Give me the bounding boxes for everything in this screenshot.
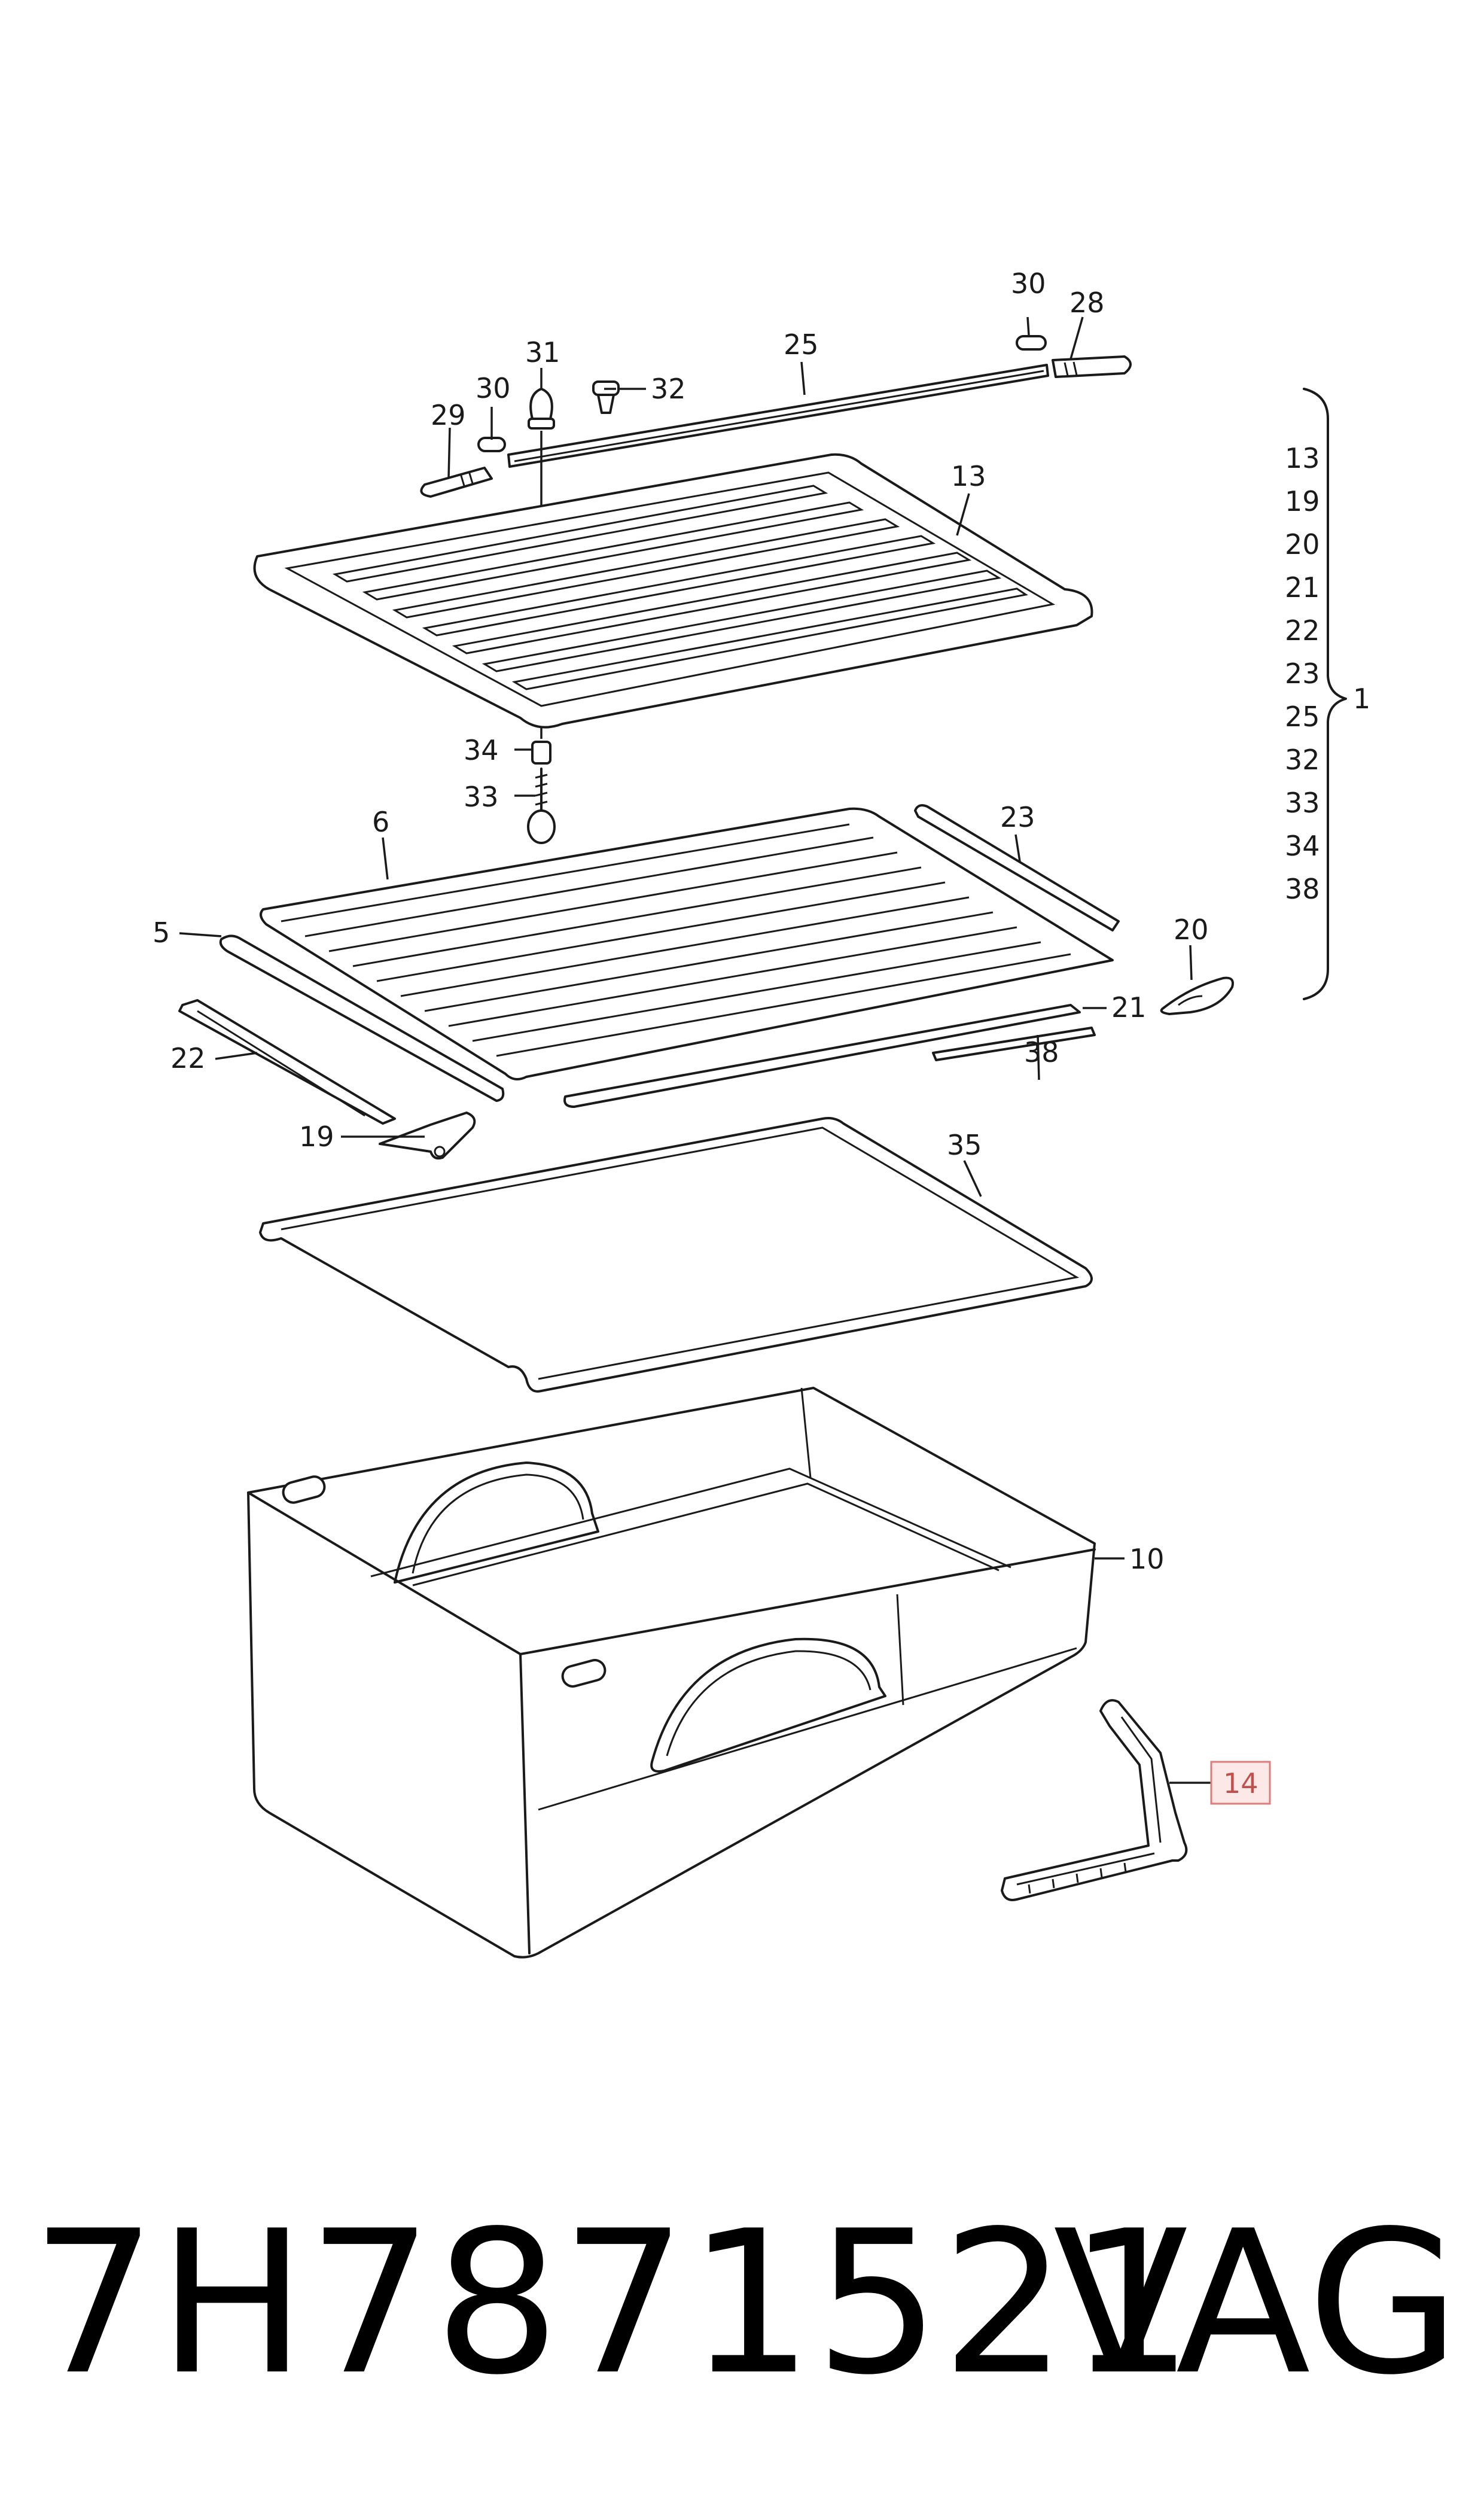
corner-cap-20 bbox=[1160, 976, 1234, 1015]
callout-28: 28 bbox=[1069, 287, 1105, 319]
trim-strip-5 bbox=[219, 934, 505, 1102]
callout-10: 10 bbox=[1129, 1543, 1165, 1575]
eye-bolt-33 bbox=[527, 768, 556, 844]
group-item: 13 bbox=[1285, 442, 1320, 474]
group-item: 22 bbox=[1285, 614, 1320, 647]
parts-diagram: 30 28 25 31 30 32 29 13 34 33 6 23 5 20 … bbox=[153, 267, 1370, 1959]
callout-31: 31 bbox=[525, 336, 560, 369]
trim-strip-23 bbox=[914, 804, 1120, 931]
callout-20: 20 bbox=[1174, 914, 1209, 946]
callout-29: 29 bbox=[431, 399, 466, 431]
callout-23: 23 bbox=[1000, 801, 1035, 833]
callout-13: 13 bbox=[951, 460, 986, 492]
nut-34 bbox=[531, 741, 551, 765]
group-item: 32 bbox=[1285, 744, 1320, 776]
group-item: 34 bbox=[1285, 830, 1320, 862]
group-item: 19 bbox=[1285, 485, 1320, 517]
corner-cap-19 bbox=[379, 1112, 476, 1160]
callout-34: 34 bbox=[464, 734, 499, 766]
expanding-rivet-31 bbox=[528, 388, 555, 430]
callout-38: 38 bbox=[1024, 1036, 1059, 1068]
support-bracket-14 bbox=[1001, 1699, 1188, 1901]
roof-rail-25 bbox=[507, 364, 1049, 468]
storage-tray-10 bbox=[247, 1387, 1096, 1959]
floor-cover-13 bbox=[253, 453, 1093, 729]
callout-19: 19 bbox=[299, 1121, 334, 1153]
group-item: 38 bbox=[1285, 873, 1320, 905]
mat-35 bbox=[259, 1117, 1093, 1393]
group-brace bbox=[1303, 388, 1347, 1000]
clip-32 bbox=[592, 380, 620, 414]
callout-22: 22 bbox=[170, 1042, 206, 1074]
callout-32: 32 bbox=[651, 373, 686, 405]
callout-5: 5 bbox=[153, 917, 170, 949]
clip-30-right bbox=[1016, 335, 1047, 351]
part-number: 7H7871521 bbox=[31, 2188, 1195, 2418]
callout-14-highlight bbox=[1210, 1761, 1271, 1805]
trim-strip-21 bbox=[563, 1004, 1081, 1108]
callout-30-right: 30 bbox=[1011, 267, 1046, 300]
callout-33: 33 bbox=[464, 781, 499, 813]
group-item: 23 bbox=[1285, 657, 1320, 690]
floor-panel-6 bbox=[260, 807, 1114, 1080]
group-label: 1 bbox=[1353, 683, 1370, 715]
brand-name: VAG bbox=[1053, 2188, 1460, 2418]
end-cap-28 bbox=[1052, 355, 1132, 378]
callout-35: 35 bbox=[947, 1129, 982, 1161]
callout-6: 6 bbox=[372, 806, 389, 838]
leader-lines bbox=[179, 316, 1211, 1784]
clip-30-left bbox=[477, 437, 506, 452]
group-item: 21 bbox=[1285, 571, 1320, 604]
callout-21: 21 bbox=[1111, 991, 1147, 1024]
callout-14: 14 bbox=[1223, 1767, 1258, 1800]
callout-25: 25 bbox=[784, 328, 819, 361]
group-item: 20 bbox=[1285, 528, 1320, 561]
group-list: 13 19 20 21 22 23 25 32 33 34 38 bbox=[1285, 442, 1320, 905]
group-item: 25 bbox=[1285, 701, 1320, 733]
end-cap-29 bbox=[420, 467, 493, 498]
group-item: 33 bbox=[1285, 787, 1320, 819]
trim-strip-22 bbox=[178, 999, 396, 1125]
footer: 7H7871521 VAG bbox=[0, 2178, 1484, 2429]
callout-30-left: 30 bbox=[476, 372, 511, 404]
